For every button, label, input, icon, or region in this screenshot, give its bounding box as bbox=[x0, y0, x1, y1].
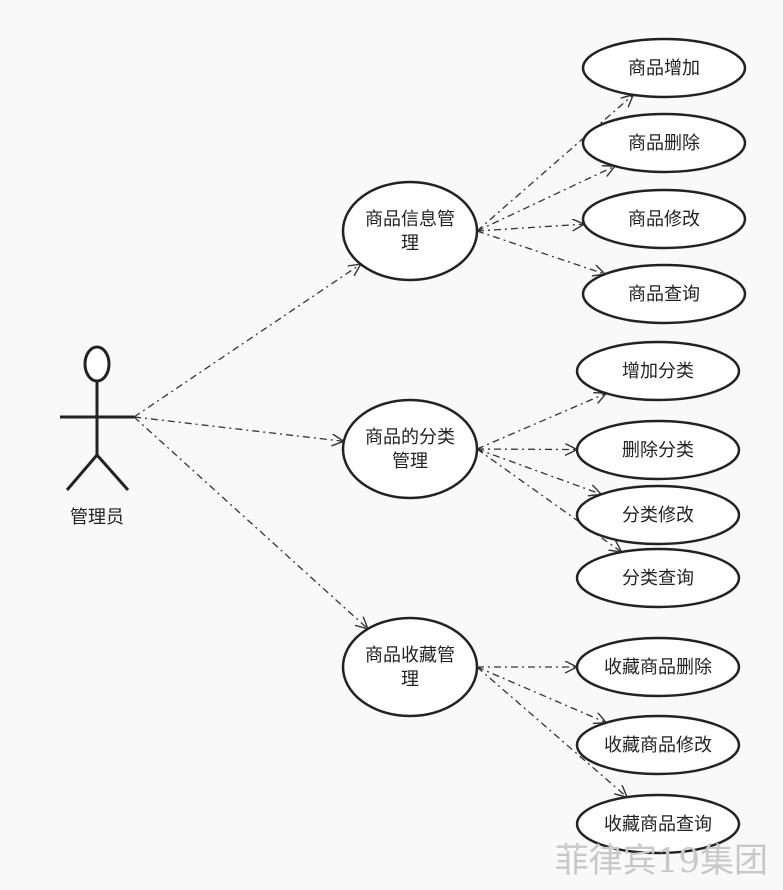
main-use-case-ellipse bbox=[341, 180, 479, 282]
include-link bbox=[476, 224, 584, 232]
main-use-case-ellipse bbox=[341, 398, 479, 500]
actor-association-link bbox=[133, 416, 368, 629]
include-link bbox=[476, 449, 577, 450]
actor-label: 管理员 bbox=[70, 507, 124, 528]
sub-use-case-label: 商品修改 bbox=[628, 209, 700, 230]
association-links bbox=[133, 95, 633, 797]
main-use-case-label: 商品收藏管 bbox=[365, 645, 455, 666]
sub-use-case-label: 商品查询 bbox=[628, 284, 700, 305]
sub-use-case-ellipse bbox=[575, 340, 741, 402]
sub-use-case-ellipse bbox=[581, 263, 747, 325]
main-use-case-label: 商品信息管 bbox=[365, 209, 455, 230]
include-link bbox=[476, 230, 605, 274]
include-link bbox=[476, 666, 606, 723]
sub-use-case-label: 收藏商品删除 bbox=[604, 657, 712, 678]
sub-use-case-label: 收藏商品修改 bbox=[604, 735, 712, 756]
sub-use-case-ellipse bbox=[575, 419, 741, 481]
include-link bbox=[476, 95, 633, 232]
sub-use-case-label: 增加分类 bbox=[622, 361, 694, 382]
watermark: 菲律宾19集团 bbox=[555, 841, 768, 881]
sub-use-case-ellipse bbox=[575, 484, 741, 546]
main-use-case-label: 理 bbox=[401, 669, 419, 690]
sub-use-case-label: 分类查询 bbox=[622, 568, 694, 589]
sub-use-case-label: 分类修改 bbox=[622, 505, 694, 526]
actor-association-link bbox=[133, 264, 361, 418]
include-link bbox=[476, 666, 627, 797]
sub-use-case-ellipse bbox=[581, 37, 747, 99]
sub-use-case-ellipse bbox=[575, 547, 741, 609]
sub-use-case-ellipse bbox=[575, 636, 741, 698]
main-use-case-label: 商品的分类 bbox=[365, 427, 455, 448]
main-use-case-ellipse bbox=[341, 616, 479, 718]
sub-use-case-label: 收藏商品查询 bbox=[604, 814, 712, 835]
sub-use-case-ellipse bbox=[575, 714, 741, 776]
sub-use-case-label: 商品删除 bbox=[628, 133, 700, 154]
actor-figure bbox=[60, 345, 134, 491]
include-link bbox=[476, 448, 601, 494]
actor-association-link bbox=[133, 416, 344, 441]
sub-use-case-label: 商品增加 bbox=[628, 58, 700, 79]
sub-use-case-label: 删除分类 bbox=[622, 440, 694, 461]
sub-use-case-ellipse bbox=[575, 793, 741, 855]
include-link bbox=[476, 393, 606, 450]
main-use-case-label: 理 bbox=[401, 233, 419, 254]
main-use-case-label: 管理 bbox=[392, 451, 428, 472]
sub-use-case-ellipse bbox=[581, 112, 747, 174]
sub-use-case-ellipse bbox=[581, 188, 747, 250]
